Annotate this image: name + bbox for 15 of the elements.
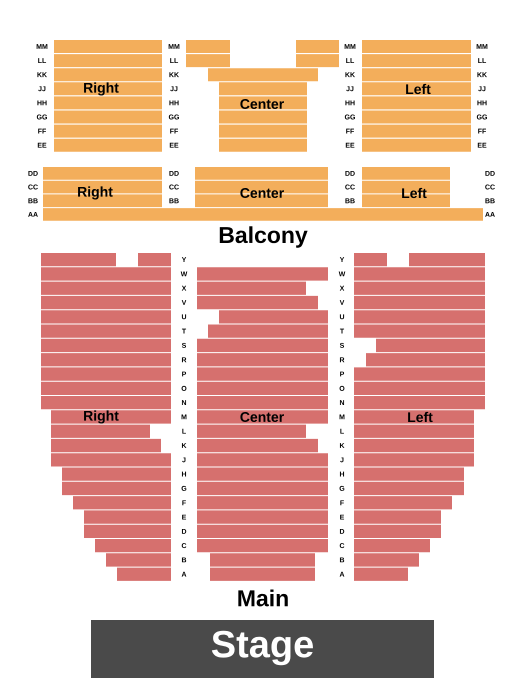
seating-section: Center [186, 40, 339, 152]
seating-section: Right [41, 253, 171, 581]
node-label: Left [406, 84, 431, 94]
seating-section: Left [354, 253, 485, 581]
node-label: Right [84, 82, 119, 96]
stage: Stage [91, 620, 434, 678]
seating-section: Center [197, 267, 328, 581]
level-title: Balcony [220, 226, 308, 248]
node-label: Center [240, 99, 284, 109]
seating-section: Right [54, 40, 162, 152]
node-label: Right [84, 410, 119, 424]
node-label: Center [240, 412, 284, 422]
level-title: Main [238, 590, 288, 606]
seating-section: Left [362, 40, 471, 152]
node-label: Left [408, 412, 433, 422]
